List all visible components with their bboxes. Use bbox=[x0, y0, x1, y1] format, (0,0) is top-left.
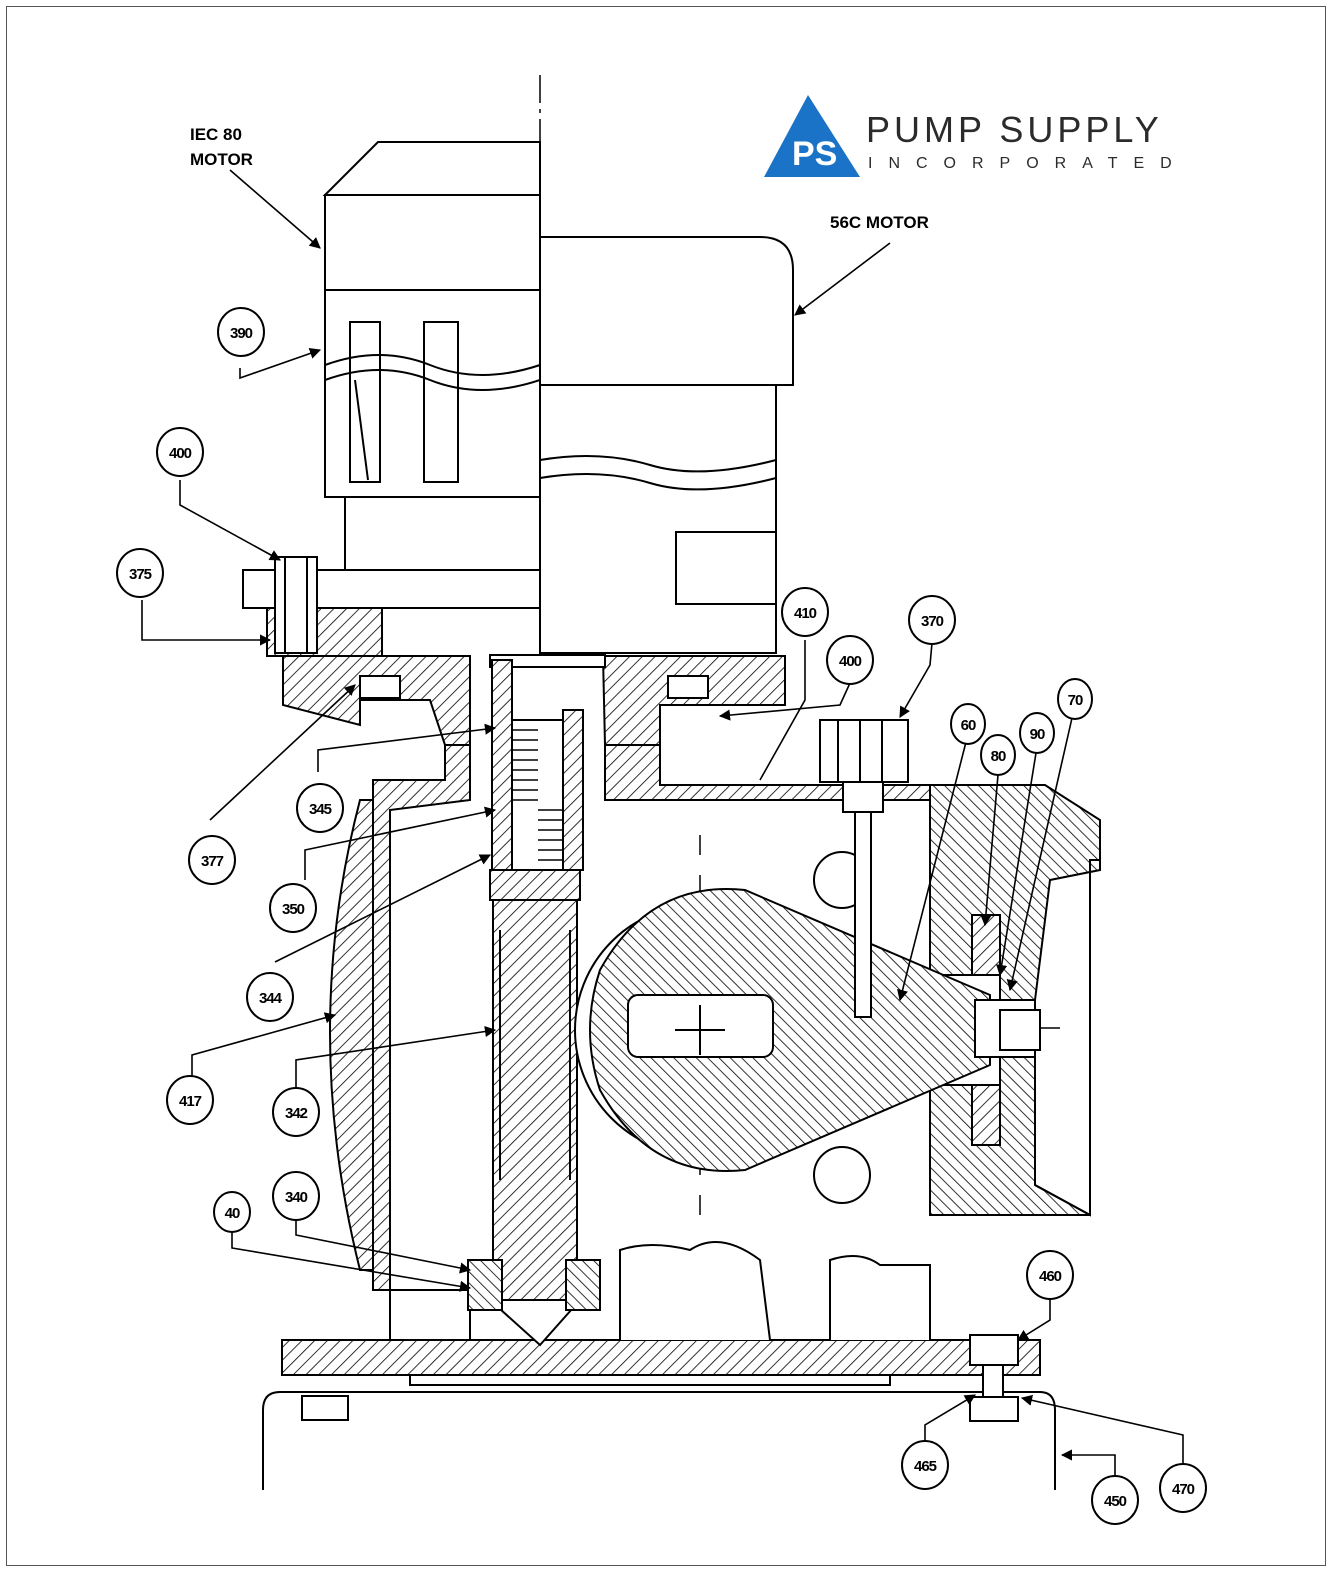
svg-text:460: 460 bbox=[1039, 1268, 1062, 1285]
svg-text:342: 342 bbox=[285, 1105, 308, 1122]
callout-342: 342 bbox=[272, 1087, 320, 1137]
svg-text:400: 400 bbox=[839, 653, 862, 670]
callout-465: 465 bbox=[901, 1440, 949, 1490]
callout-400-top: 400 bbox=[156, 427, 204, 477]
callout-400-right: 400 bbox=[826, 635, 874, 685]
svg-text:370: 370 bbox=[921, 613, 944, 630]
svg-text:410: 410 bbox=[794, 605, 817, 622]
callout-370: 370 bbox=[908, 595, 956, 645]
svg-text:390: 390 bbox=[230, 325, 253, 342]
callout-410: 410 bbox=[781, 587, 829, 637]
svg-text:340: 340 bbox=[285, 1189, 308, 1206]
callout-377: 377 bbox=[188, 835, 236, 885]
callout-bubbles: 390 400 375 377 345 350 344 417 342 40 3… bbox=[116, 307, 1207, 1525]
svg-text:90: 90 bbox=[1030, 726, 1045, 743]
svg-text:344: 344 bbox=[259, 990, 283, 1007]
callout-417: 417 bbox=[166, 1075, 214, 1125]
svg-text:40: 40 bbox=[225, 1205, 240, 1222]
callout-60: 60 bbox=[950, 703, 986, 745]
logo-brand-name: PUMP SUPPLY bbox=[866, 109, 1163, 150]
svg-text:345: 345 bbox=[309, 801, 332, 818]
svg-text:60: 60 bbox=[961, 717, 976, 734]
motor-adapter-flange bbox=[242, 556, 786, 746]
leader-lines bbox=[141, 169, 1184, 1478]
iec-motor bbox=[322, 141, 541, 571]
callout-450: 450 bbox=[1091, 1475, 1139, 1525]
callout-340: 340 bbox=[272, 1171, 320, 1221]
pump-supply-logo: PS PUMP SUPPLY INCORPORATED bbox=[764, 95, 1188, 177]
callout-460: 460 bbox=[1026, 1250, 1074, 1300]
svg-text:80: 80 bbox=[991, 748, 1006, 765]
callout-390: 390 bbox=[217, 307, 265, 357]
callout-70: 70 bbox=[1057, 678, 1093, 720]
svg-text:470: 470 bbox=[1172, 1481, 1195, 1498]
drawing-frame bbox=[6, 6, 1326, 1566]
logo-brand-subtitle: INCORPORATED bbox=[868, 155, 1188, 172]
iec-motor-label-line2: MOTOR bbox=[190, 150, 253, 169]
callout-344: 344 bbox=[246, 972, 294, 1022]
c56-motor-label: 56C MOTOR bbox=[830, 213, 929, 232]
iec-motor-label: IEC 80 bbox=[190, 125, 242, 144]
callout-375: 375 bbox=[116, 548, 164, 598]
callout-90: 90 bbox=[1019, 712, 1055, 754]
callout-470: 470 bbox=[1159, 1463, 1207, 1513]
base-plate bbox=[262, 1334, 1056, 1490]
svg-text:377: 377 bbox=[201, 853, 224, 870]
callout-350: 350 bbox=[269, 883, 317, 933]
shaft-assembly bbox=[467, 659, 601, 1347]
breather-plug bbox=[819, 719, 909, 1018]
svg-text:417: 417 bbox=[179, 1093, 202, 1110]
svg-text:465: 465 bbox=[914, 1458, 937, 1475]
svg-text:70: 70 bbox=[1068, 692, 1083, 709]
callout-345: 345 bbox=[296, 783, 344, 833]
logo-triangle-icon bbox=[764, 95, 860, 177]
logo-monogram: PS bbox=[792, 135, 837, 173]
svg-text:350: 350 bbox=[282, 901, 305, 918]
cam-crank-assembly bbox=[574, 888, 1041, 1172]
svg-text:375: 375 bbox=[129, 566, 152, 583]
svg-text:400: 400 bbox=[169, 445, 192, 462]
callout-80: 80 bbox=[980, 734, 1016, 776]
c56-motor bbox=[539, 236, 794, 654]
svg-text:450: 450 bbox=[1104, 1493, 1127, 1510]
callout-40: 40 bbox=[213, 1191, 251, 1233]
